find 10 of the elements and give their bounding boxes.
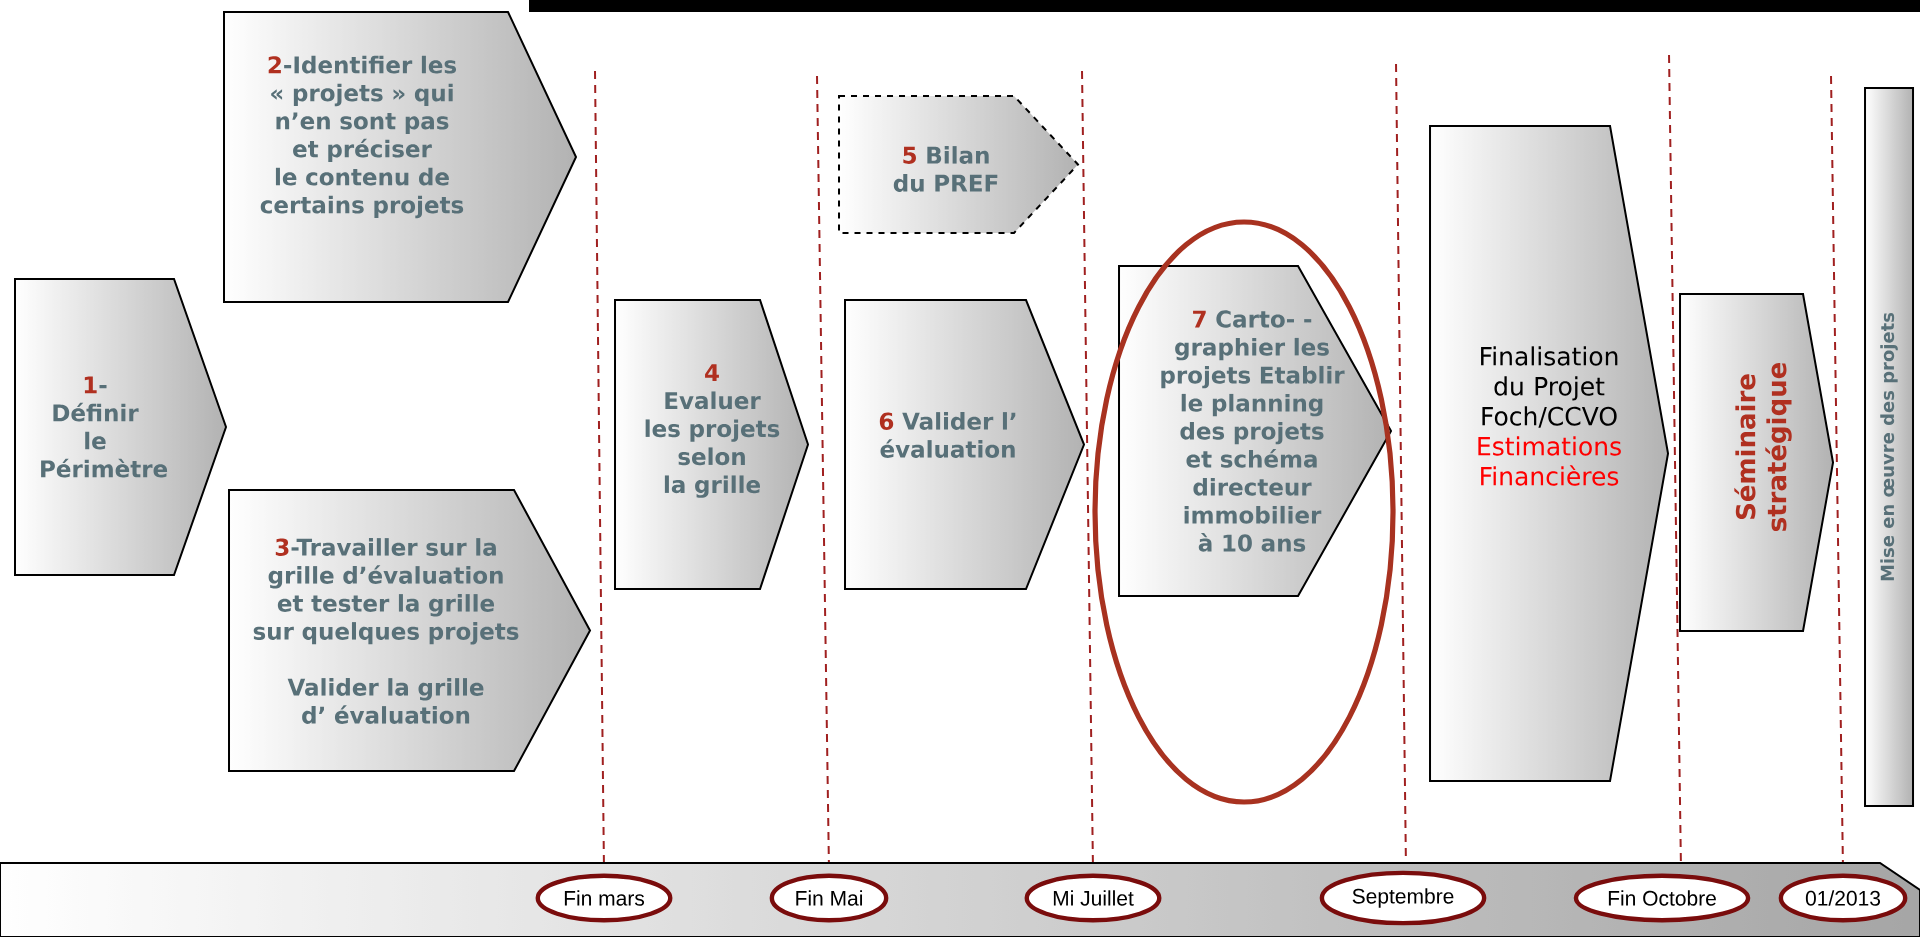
chevron-box: 4 Evaluer les projets selon la grille <box>614 299 810 590</box>
chevron-box: 6 Valider l’ évaluation <box>844 299 1086 590</box>
vertical-bar: Mise en œuvre des projets <box>1864 87 1914 807</box>
chevron-box: 5 Bilan du PREF <box>838 95 1080 234</box>
chevron-box: 3-Travailler sur la grille d’évaluation et tester la grille sur quelques projets Valider la grille d’ évaluation <box>228 489 592 772</box>
chevron-box: 7 Carto- -graphier les projets Etablir le planning des projets et schéma directeur immobilier à 10 ans <box>1118 265 1393 597</box>
chevron-box: 1-Définir le Périmètre <box>14 278 228 576</box>
chevron-box: Finalisation du Projet Foch/CCVO Estimations Financières <box>1429 125 1670 782</box>
chevron-box: 2-Identifier les « projets » qui n’en sont pas et préciser le contenu de certains projets <box>223 11 578 303</box>
chevron-box: Séminaire stratégique <box>1679 293 1835 632</box>
